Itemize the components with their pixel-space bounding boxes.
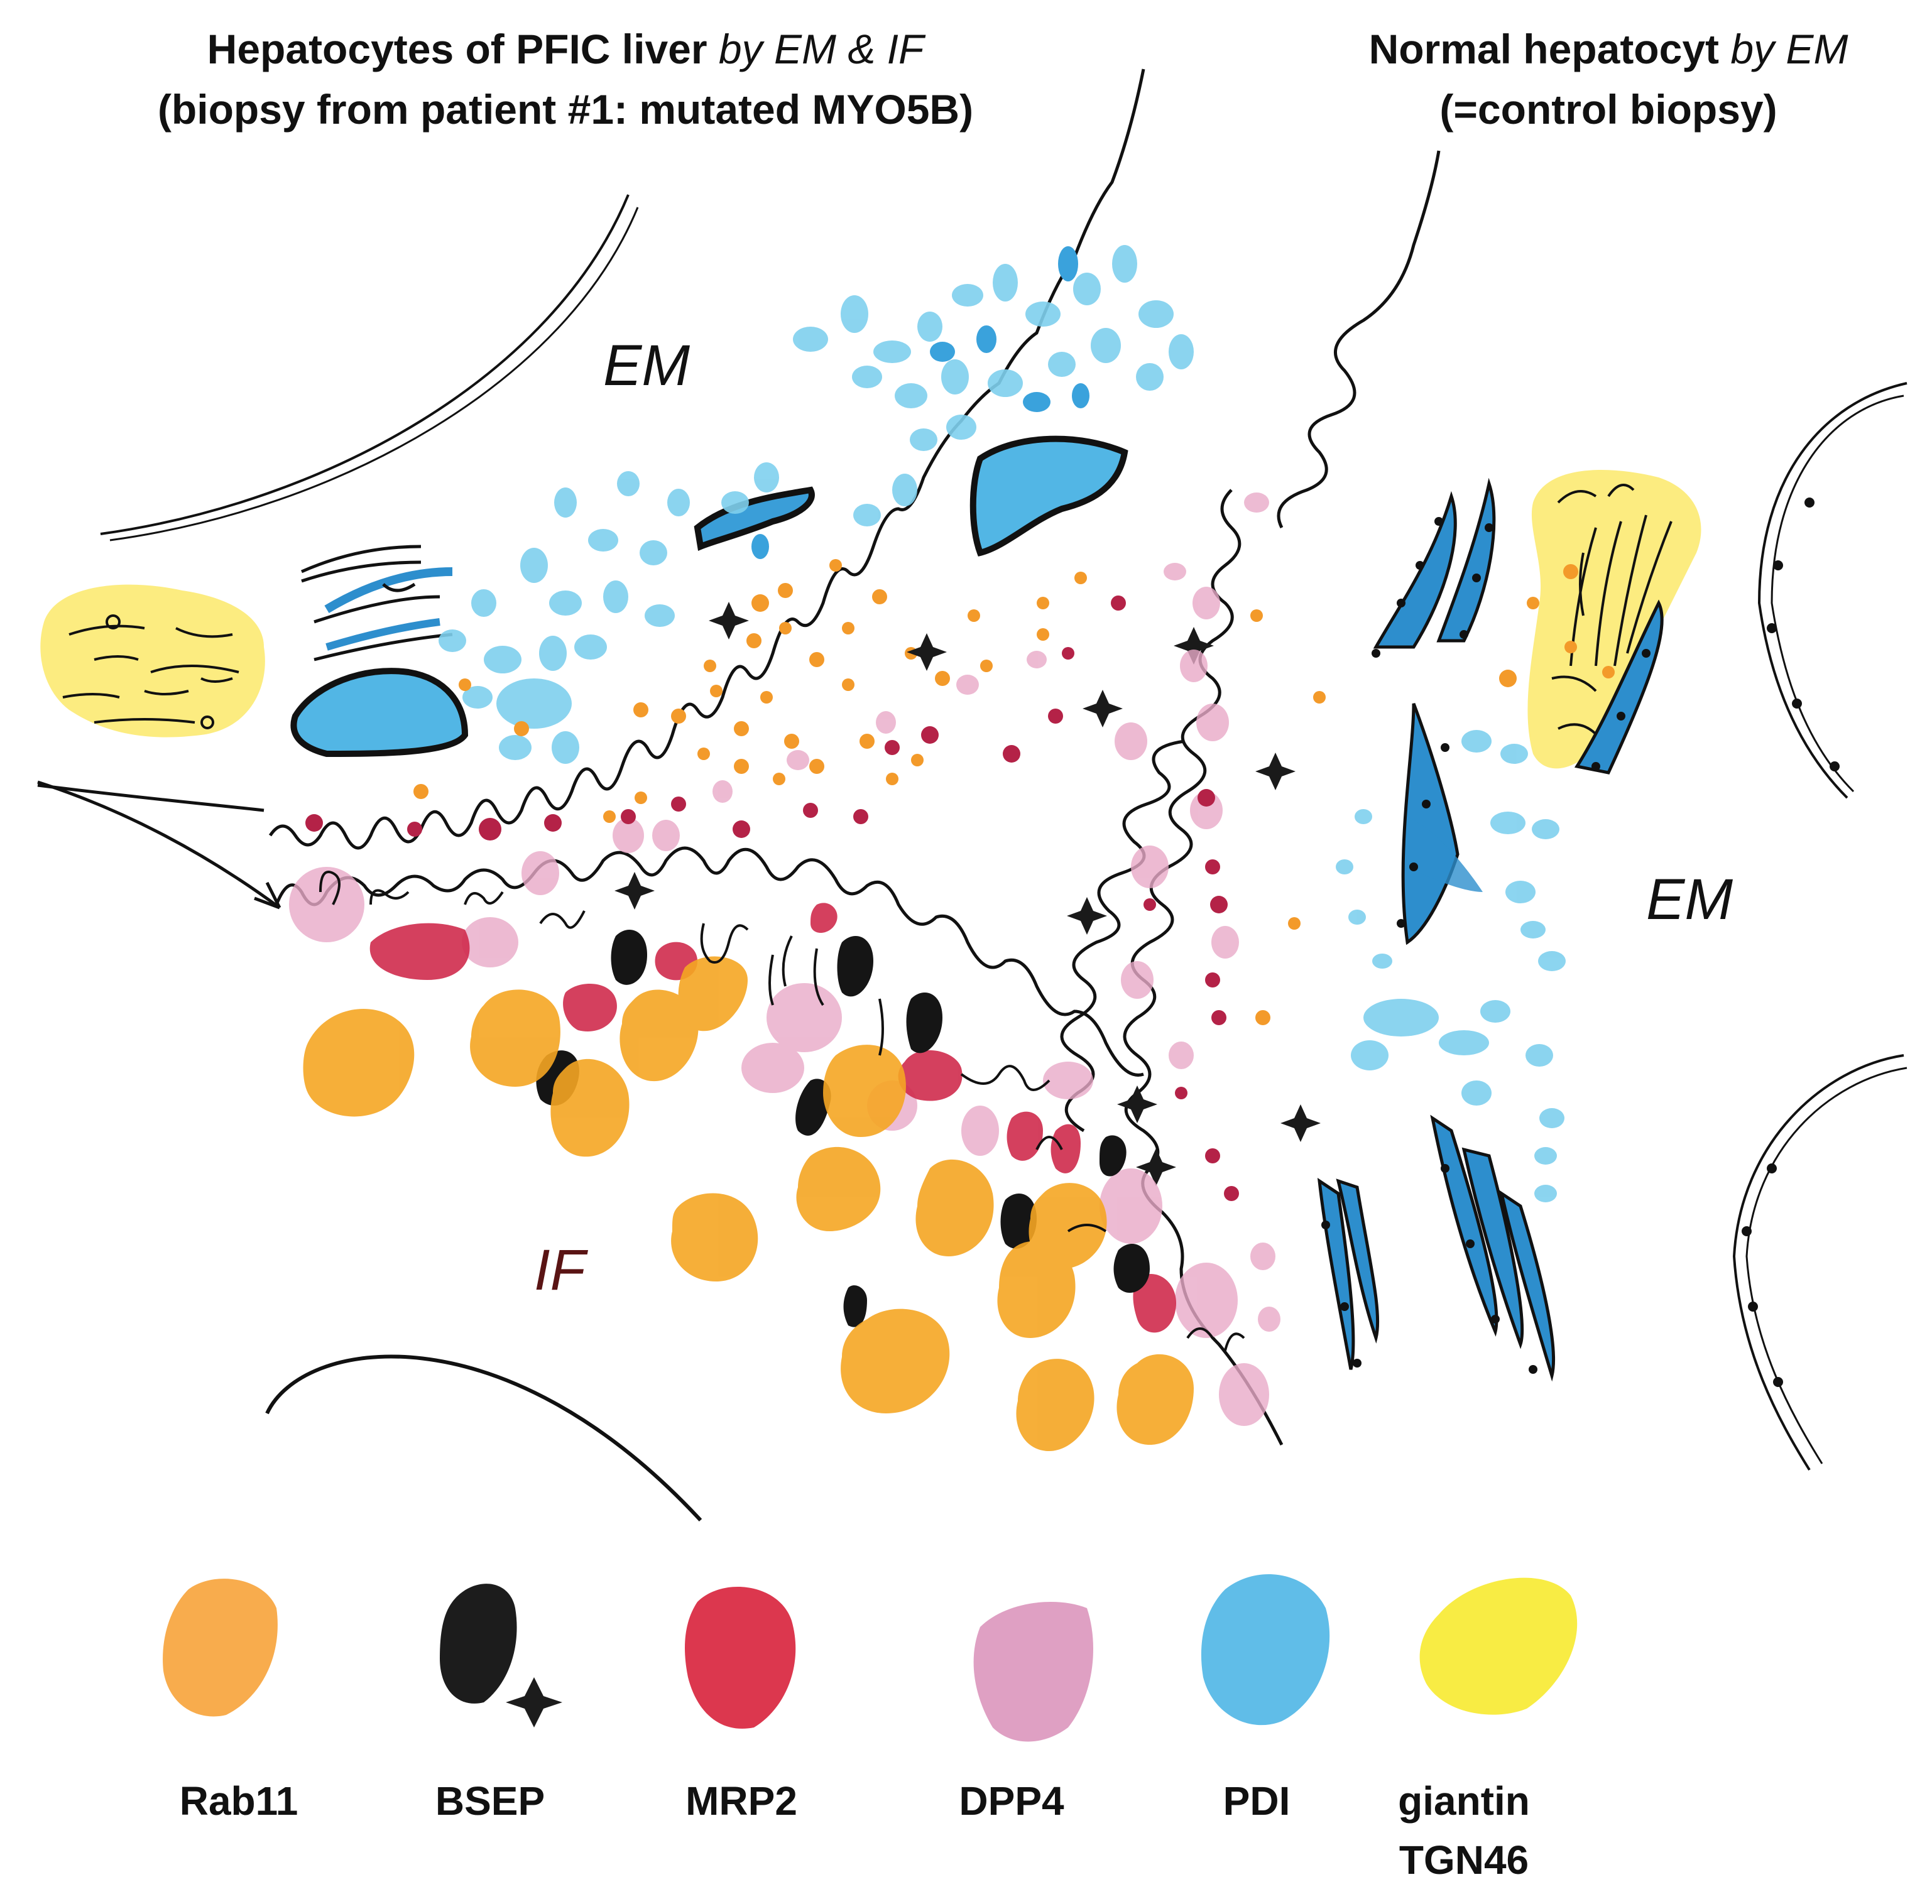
normal-nucleus-outline-bottom [1732,1054,1907,1471]
if-mrp2-red [369,903,1176,1333]
pfic-arrow [37,780,281,910]
pfic-nucleus-outline-top [100,194,639,541]
legend-swatch-pdi [1201,1574,1330,1726]
title-left-line2: (biopsy from patient #1: mutated MYO5B) [157,86,974,133]
title-right-italic: by EM [1730,26,1848,72]
pfic-er-blue-large [290,435,1128,758]
mrp2-red-dots [305,596,1239,1201]
legend-swatch-mrp2 [685,1587,796,1729]
title-left-bold: Hepatocytes of PFIC liver [207,26,707,72]
pfic-er-vesicles [439,245,1194,764]
legend-label-mrp2: MRP2 [685,1778,797,1824]
pfic-nucleus-outline-bottom [265,1354,702,1522]
title-right-bold: Normal hepatocyt [1368,26,1720,72]
legend-label-bsep: BSEP [435,1778,545,1824]
legend-swatch-giantin [1419,1577,1578,1715]
if-rab11-orange [303,956,1194,1451]
legend-label-giantin-line2: TGN46 [1399,1837,1529,1883]
pfic-er-cisternae [300,545,453,661]
legend-label-pdi: PDI [1223,1778,1291,1824]
legend-label-dpp4: DPP4 [959,1778,1064,1824]
title-right-line2: (=control biopsy) [1439,86,1777,133]
normal-rab11-dots [1250,564,1615,1025]
if-bsep-black [536,930,1150,1327]
pfic-er-vesicles-dark [751,246,1089,559]
legend-swatch-rab11 [163,1579,278,1717]
legend-label-giantin-line1: giantin [1398,1778,1530,1824]
normal-nucleus-outline-top [1757,382,1907,799]
title-right-line1: Normal hepatocyt by EM [1307,19,1910,79]
normal-er-vesicles [1336,730,1566,1202]
legend-label-giantin: giantin TGN46 [1370,1771,1558,1890]
normal-er-blue [1317,477,1664,1382]
em-label-left: EM [603,334,690,398]
normal-ribosome-dots [1321,498,1840,1387]
legend-swatch-dpp4 [973,1602,1093,1742]
title-left-line1: Hepatocytes of PFIC liver by EM & IF [126,19,1005,79]
em-label-right: EM [1646,868,1733,932]
pfic-golgi-yellow [40,584,265,737]
canalicular-membrane-left [268,68,1145,1077]
title-left-italic: by EM & IF [718,26,924,72]
title-left: Hepatocytes of PFIC liver by EM & IF (bi… [126,19,1005,139]
dpp4-pink-patches [289,492,1280,1426]
if-membrane-squiggles [319,871,1245,1351]
title-right: Normal hepatocyt by EM (=control biopsy) [1307,19,1910,139]
bsep-stars [614,602,1321,1186]
if-label: IF [534,1238,586,1302]
legend-label-rab11: Rab11 [179,1778,298,1824]
normal-golgi-yellow [1527,470,1701,769]
legend-swatch-bsep [440,1584,562,1727]
